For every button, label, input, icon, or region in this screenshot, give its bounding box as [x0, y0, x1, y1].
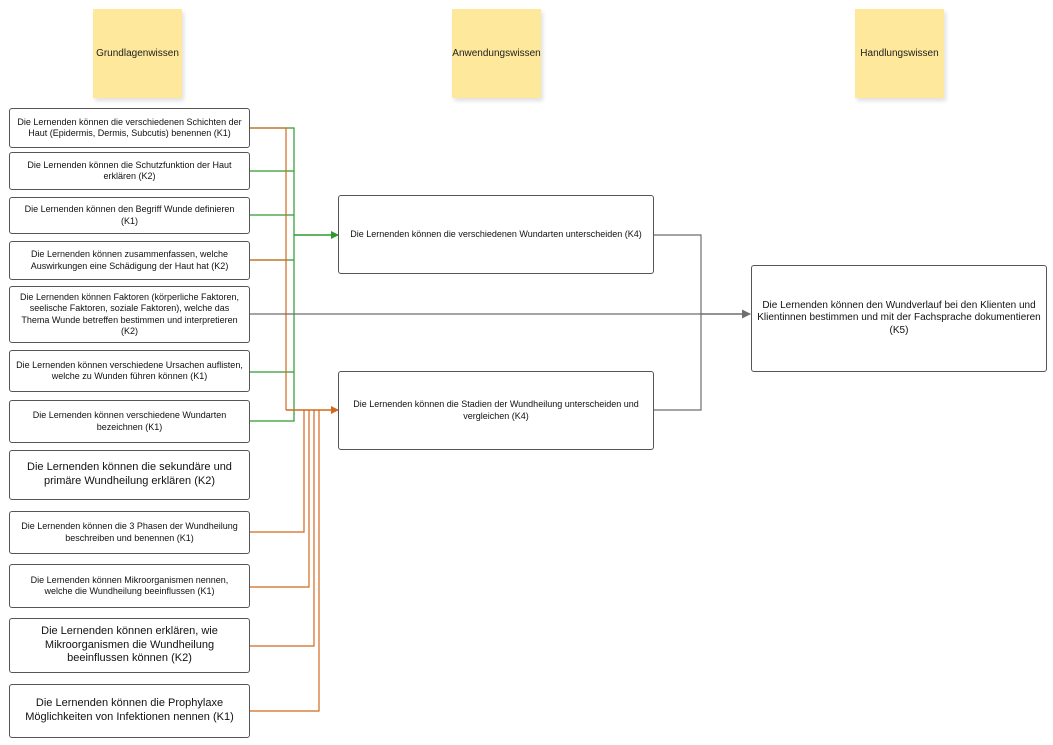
header-grundlagenwissen: Grundlagenwissen: [93, 9, 182, 98]
objective-box-skin-layers: Die Lernenden können die verschiedenen S…: [9, 108, 250, 148]
objective-box-document-wound-course: Die Lernenden können den Wundverlauf bei…: [751, 265, 1047, 372]
objective-text: Die Lernenden können den Begriff Wunde d…: [24, 204, 235, 226]
objective-box-skin-protection: Die Lernenden können die Schutzfunktion …: [9, 152, 250, 190]
objective-text: Die Lernenden können erklären, wie Mikro…: [41, 624, 218, 665]
objective-text: Die Lernenden können Mikroorganismen nen…: [30, 574, 229, 596]
objective-text: Die Lernenden können verschiedene Wundar…: [32, 410, 227, 432]
objective-text: Die Lernenden können verschiedene Ursach…: [16, 359, 243, 381]
objective-text: Die Lernenden können die 3 Phasen der Wu…: [21, 521, 238, 543]
objective-text: Die Lernenden können die sekundäre und p…: [27, 461, 232, 487]
objective-text: Die Lernenden können die verschiedenen S…: [17, 116, 242, 138]
objective-text: Die Lernenden können Faktoren (körperlic…: [19, 292, 240, 336]
objective-box-wound-causes: Die Lernenden können verschiedene Ursach…: [9, 350, 250, 392]
objective-text: Die Lernenden können zusammenfassen, wel…: [30, 249, 229, 271]
header-handlungswissen: Handlungswissen: [855, 9, 944, 98]
objective-box-infection-prophylaxis: Die Lernenden können die Prophylaxe Mögl…: [9, 684, 250, 738]
header-anwendungswissen-label: Anwendungswissen: [452, 48, 541, 59]
objective-text: Die Lernenden können die Prophylaxe Mögl…: [25, 697, 234, 723]
header-anwendungswissen: Anwendungswissen: [452, 9, 541, 98]
objective-box-microorganisms-explain: Die Lernenden können erklären, wie Mikro…: [9, 618, 250, 673]
orange-connectors: [250, 127, 339, 712]
objective-box-wound-factors: Die Lernenden können Faktoren (körperlic…: [9, 286, 250, 343]
objective-box-compare-healing-stages: Die Lernenden können die Stadien der Wun…: [338, 371, 654, 450]
green-connectors: [250, 127, 339, 422]
objective-box-healing-phases: Die Lernenden können die 3 Phasen der Wu…: [9, 511, 250, 554]
objective-box-wound-types: Die Lernenden können verschiedene Wundar…: [9, 400, 250, 443]
objective-text: Die Lernenden können die Stadien der Wun…: [353, 399, 639, 421]
objective-box-wound-healing-types: Die Lernenden können die sekundäre und p…: [9, 450, 250, 500]
objective-text: Die Lernenden können die verschiedenen W…: [350, 228, 642, 239]
header-grundlagenwissen-label: Grundlagenwissen: [96, 48, 179, 59]
objective-text: Die Lernenden können die Schutzfunktion …: [27, 159, 232, 181]
objective-box-microorganisms-name: Die Lernenden können Mikroorganismen nen…: [9, 564, 250, 608]
objective-text: Die Lernenden können den Wundverlauf bei…: [757, 299, 1041, 336]
objective-box-skin-damage: Die Lernenden können zusammenfassen, wel…: [9, 241, 250, 280]
header-handlungswissen-label: Handlungswissen: [860, 48, 939, 59]
objective-box-wound-definition: Die Lernenden können den Begriff Wunde d…: [9, 197, 250, 234]
objective-box-distinguish-wound-types: Die Lernenden können die verschiedenen W…: [338, 195, 654, 274]
